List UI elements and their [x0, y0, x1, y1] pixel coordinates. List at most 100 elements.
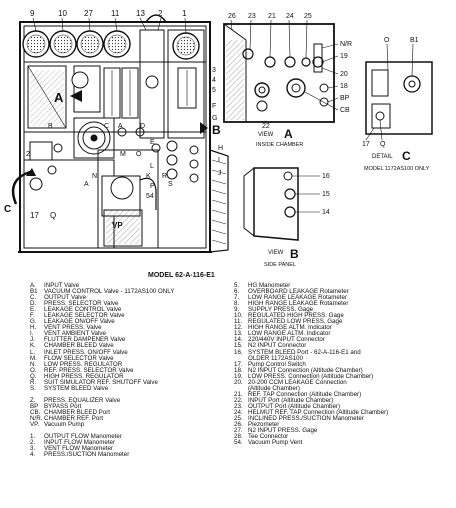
legend-entry: 5.HG Manometer: [234, 282, 388, 289]
legend-entry: 17.Pump Control Switch: [234, 360, 388, 368]
legend-text: INCLINED PRESS./SUCTION Manometer: [248, 415, 364, 423]
legend-entry: C.OUTPUT Valve: [30, 294, 174, 301]
legend-entry: F.LEAKAGE SELECTOR Valve: [30, 313, 174, 319]
legend-key: 25.: [234, 415, 243, 423]
legend-text: N2 INPUT Connector: [248, 342, 307, 350]
legend-text: INPUT Valve: [44, 282, 80, 289]
legend-text: VACUUM CONTROL Valve - 1172AS100 ONLY: [44, 288, 175, 296]
legend-key: 18.: [234, 366, 243, 374]
view-a-drawing: [223, 23, 335, 123]
legend-key: G.: [30, 318, 37, 326]
legend-entry: 25. INCLINED PRESS./SUCTION Manometer: [234, 415, 388, 423]
detail-c-caption-letter: C: [402, 149, 411, 163]
detail-c-marker-letter: C: [4, 204, 11, 215]
legend-key: N/R.: [30, 414, 43, 422]
legend-key: 2.: [30, 439, 36, 447]
legend-key: BP: [30, 402, 39, 410]
legend-entry: CB.CHAMBER BLEED Port: [30, 409, 174, 416]
legend-text: REGULATED HIGH PRESS. Gage: [248, 312, 344, 320]
legend-key: 1.: [30, 433, 36, 441]
callout-mid-C: C: [104, 123, 109, 130]
legend-text: (Altitude Chamber): [248, 384, 300, 392]
legend-text: LOW RANGE LEAKAGE Rotameter: [248, 294, 348, 302]
view-a-callout-18: 18: [340, 83, 348, 90]
legend-key: H.: [30, 324, 37, 332]
callout-leaders-top: [32, 17, 187, 34]
detail-c-caption-sub: MODEL 1172AS100 ONLY: [364, 166, 430, 172]
legend-entry: 9.SUPPLY PRESS. Gage: [234, 307, 388, 313]
legend-key: 17.: [234, 360, 243, 368]
view-a-callout-26: 26: [228, 13, 236, 20]
legend-entry: N/R.CHAMBER REF. Port: [30, 414, 174, 422]
legend-text: REF. PRESS. SELECTOR Valve: [44, 366, 134, 374]
view-a-callout-21: 21: [268, 13, 276, 20]
legend-text: SUPPLY PRESS. Gage: [248, 306, 314, 314]
legend-key: S.: [30, 384, 36, 392]
legend-text: SUIT SIMULATOR REF. SHUTOFF Valve: [44, 378, 158, 386]
legend-text: Piezometer: [248, 421, 280, 429]
view-b-marker-letter: B: [212, 123, 221, 137]
tube-loop: [145, 14, 167, 23]
legend-entry: Z.PRESS. EQUALIZER Valve: [30, 396, 174, 404]
main-panel: [18, 21, 229, 253]
detail-c-callout-17: 17: [362, 141, 370, 148]
callout-mid-K: K: [146, 173, 151, 180]
view-a-callout-22: 22: [262, 123, 270, 130]
legend-key: O.: [30, 366, 37, 374]
legend-entry: 3.VENT FLOW Manometer: [30, 446, 174, 452]
legend-entry: 24.HELMUT REF. TAP Connection (Altitude …: [234, 409, 388, 416]
legend-key: 26.: [234, 421, 243, 429]
legend-key: M.: [30, 354, 37, 362]
legend-text: 20-200 CCM LEAKAGE Connection: [248, 378, 347, 386]
legend-key: 21.: [234, 390, 243, 398]
callout-mid-VP: VP: [112, 221, 123, 230]
view-a-callout-NR: N/R: [340, 41, 352, 48]
legend-key: K.: [30, 342, 36, 350]
callout-mid-S: S: [168, 181, 173, 188]
callout-13: 13: [136, 9, 145, 18]
legend-key: D.: [30, 300, 37, 308]
legend-key: 54.: [234, 439, 243, 447]
legend-entry: 22.INPUT Port (Altitude Chamber): [234, 396, 388, 404]
legend-entry: 18. N2 INPUT Connection (Altitude Chamber…: [234, 366, 388, 374]
view-a-callout-25: 25: [304, 13, 312, 20]
view-a-callout-23: 23: [248, 13, 256, 20]
legend-key: 22.: [234, 396, 243, 404]
legend-key: Z.: [30, 396, 36, 404]
legend-entry: 4.PRESS./SUCTION Manometer: [30, 452, 174, 458]
legend-key: F.: [30, 312, 35, 320]
legend-entry: R.SUIT SIMULATOR REF. SHUTOFF Valve: [30, 378, 174, 386]
callout-2: 2: [158, 9, 163, 18]
callout-4: 4: [212, 77, 216, 84]
legend-entry: N.LOW PRESS. REGULATOR: [30, 360, 174, 368]
view-b-caption-word: VIEW: [268, 250, 284, 256]
legend-entry: 12.HIGH RANGE ALTM. Indicator: [234, 325, 388, 331]
legend-key: 4.: [30, 451, 36, 459]
callout-mid-54: 54: [146, 193, 154, 200]
legend-entry: S.SYSTEM BLEED Valve: [30, 384, 174, 392]
legend-key: N.: [30, 360, 37, 368]
legend-key: 12.: [234, 324, 243, 332]
legend-entry: Q.HIGH PRESS. REGULATOR: [30, 373, 174, 380]
legend-text: 220/440V INPUT Connector: [248, 336, 325, 344]
legend-entry: L.INLET PRESS. ON/OFF Valve: [30, 349, 174, 356]
detail-c-caption: DETAIL C MODEL 1172AS100 ONLY: [364, 149, 430, 172]
legend-key: E.: [30, 306, 36, 314]
legend-key: 19.: [234, 372, 243, 380]
callout-mid-2: 2: [26, 151, 30, 158]
legend-text: N2 INPUT Connection (Altitude Chamber): [248, 366, 363, 374]
legend-entry: K.CHAMBER BLEED Valve: [30, 343, 174, 349]
legend-text: PRESS. SELECTOR Valve: [44, 300, 119, 308]
callout-mid-M: M: [120, 151, 126, 158]
callout-9: 9: [30, 9, 35, 18]
legend-key: 5.: [234, 282, 240, 289]
view-a-callout-20: 20: [340, 71, 348, 78]
legend-entry: 11.REGULATED LOW PRESS. Gage: [234, 319, 388, 325]
view-a-callout-19: 19: [340, 53, 348, 60]
view-a-callout-24: 24: [286, 13, 294, 20]
callout-17: 17: [30, 211, 39, 220]
legend-entry: O. REF. PRESS. SELECTOR Valve: [30, 366, 174, 374]
